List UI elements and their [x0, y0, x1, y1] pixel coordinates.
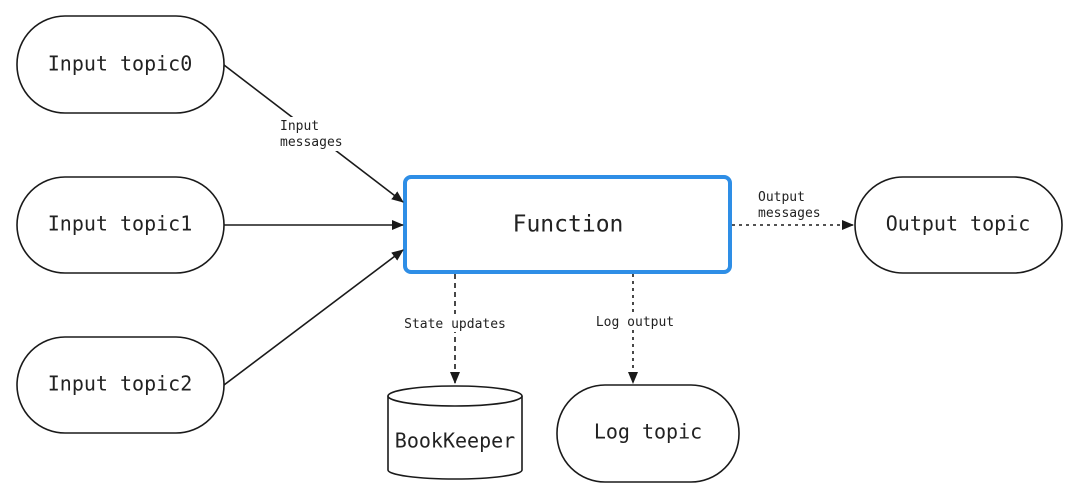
bookkeeper-label: BookKeeper: [395, 429, 515, 453]
input-topic1-node: Input topic1: [16, 176, 225, 274]
output-topic-label: Output topic: [886, 212, 1031, 236]
bookkeeper-cylinder-body: [387, 396, 523, 480]
output-topic-node: Output topic: [854, 176, 1063, 274]
input-topic0-node: Input topic0: [16, 15, 225, 114]
log-output-label: Log output: [596, 315, 674, 330]
bookkeeper-database-node: BookKeeper: [387, 385, 523, 480]
input-topic1-label: Input topic1: [48, 212, 193, 236]
input-messages-label-line1: Input: [280, 119, 319, 134]
input-topic0-label: Input topic0: [48, 52, 193, 76]
function-node: Function: [403, 175, 732, 274]
input-messages-label-line2: messages: [280, 135, 343, 150]
log-topic-label: Log topic: [594, 420, 702, 444]
input-topic2-node: Input topic2: [16, 336, 225, 434]
function-label: Function: [513, 212, 624, 238]
state-updates-label: State updates: [404, 317, 506, 332]
bookkeeper-cylinder-top: [387, 385, 523, 407]
log-topic-node: Log topic: [556, 384, 740, 483]
input-topic2-label: Input topic2: [48, 372, 193, 396]
output-messages-label-line1: Output: [758, 190, 805, 205]
arrow-input2-to-function: [223, 249, 404, 386]
output-messages-label-line2: messages: [758, 206, 821, 221]
